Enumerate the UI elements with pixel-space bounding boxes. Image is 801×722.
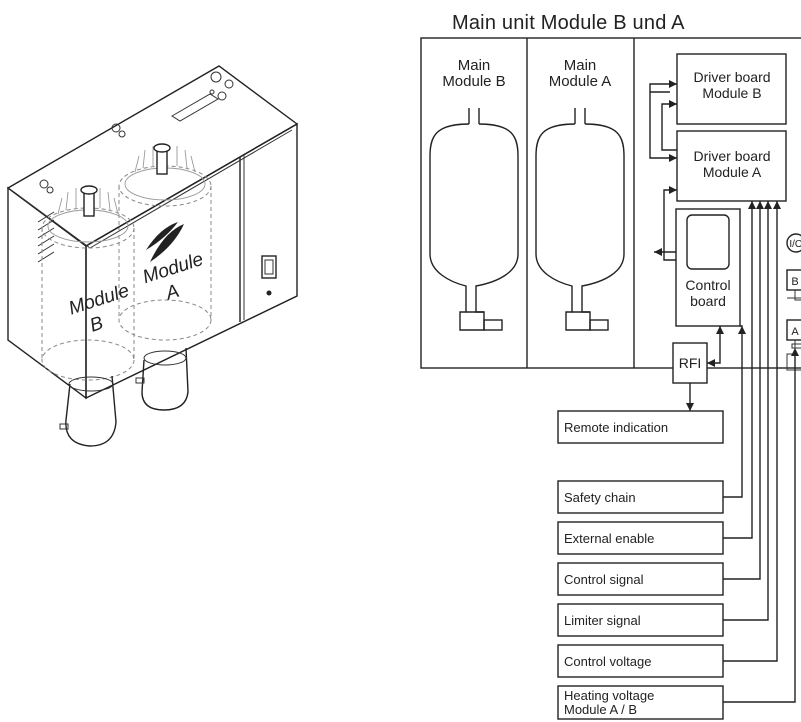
compartment-a-label-1: Main — [564, 57, 597, 74]
signal-label-limiter-signal: Limiter signal — [564, 613, 641, 628]
io-label: I/O — [789, 239, 801, 250]
signal-label-control-voltage: Control voltage — [564, 654, 651, 669]
compartment-a-label-2: Module A — [549, 73, 612, 90]
compartment-b-label-2: Module B — [442, 73, 505, 90]
cylinder-a-icon — [535, 108, 625, 331]
device-label-module-b-2: B — [87, 313, 106, 337]
signal-label-heating-voltage-1: Heating voltage — [564, 688, 654, 703]
driver-board-b-label-1: Driver board — [693, 69, 770, 85]
device-side — [85, 122, 298, 400]
signal-box-remote-indication — [557, 410, 724, 444]
signal-label-safety-chain: Safety chain — [564, 490, 636, 505]
signal-label-remote-indication: Remote indication — [564, 420, 668, 435]
signal-label-control-signal: Control signal — [564, 572, 644, 587]
module-cylinders — [41, 146, 212, 381]
signal-wiring — [686, 201, 796, 703]
rfi-label: RFI — [679, 355, 702, 371]
display-icon — [261, 255, 277, 279]
signal-list: Remote indication Safety chain External … — [557, 410, 724, 720]
diagram-title: Main unit Module B und A — [452, 12, 685, 34]
driver-board-a — [676, 130, 787, 202]
terminal-a-label: A — [791, 326, 799, 338]
board-connectors — [649, 80, 724, 367]
device-label-module-a-2: A — [162, 281, 182, 305]
control-board-label-2: board — [690, 293, 726, 309]
driver-board-b — [676, 53, 787, 125]
signal-box-control-signal — [557, 562, 724, 596]
status-led-icon — [266, 290, 272, 296]
control-display-icon — [686, 214, 730, 270]
vent-slots — [37, 211, 55, 263]
signal-box-limiter-signal — [557, 603, 724, 637]
steam-outlets — [59, 347, 189, 447]
device-front — [7, 186, 87, 400]
cylinder-b-icon — [429, 108, 519, 331]
terminal-b-label: B — [791, 276, 798, 288]
main-unit-frame — [420, 37, 801, 369]
driver-board-b-label-2: Module B — [702, 85, 761, 101]
driver-board-a-label-2: Module A — [703, 164, 762, 180]
signal-box-safety-chain — [557, 480, 724, 514]
electrode-posts — [80, 143, 171, 217]
signal-box-external-enable — [557, 521, 724, 555]
io-terminal-icon — [786, 233, 801, 253]
rfi-filter — [672, 342, 708, 384]
control-board-label-1: Control — [685, 277, 730, 293]
signal-label-external-enable: External enable — [564, 531, 654, 546]
leaf-logo-icon — [146, 222, 184, 262]
compartment-b-label-1: Main — [458, 57, 491, 74]
driver-board-a-label-1: Driver board — [693, 148, 770, 164]
signal-label-heating-voltage-2: Module A / B — [564, 702, 637, 717]
device-illustration: Module B Module A — [6, 65, 299, 447]
